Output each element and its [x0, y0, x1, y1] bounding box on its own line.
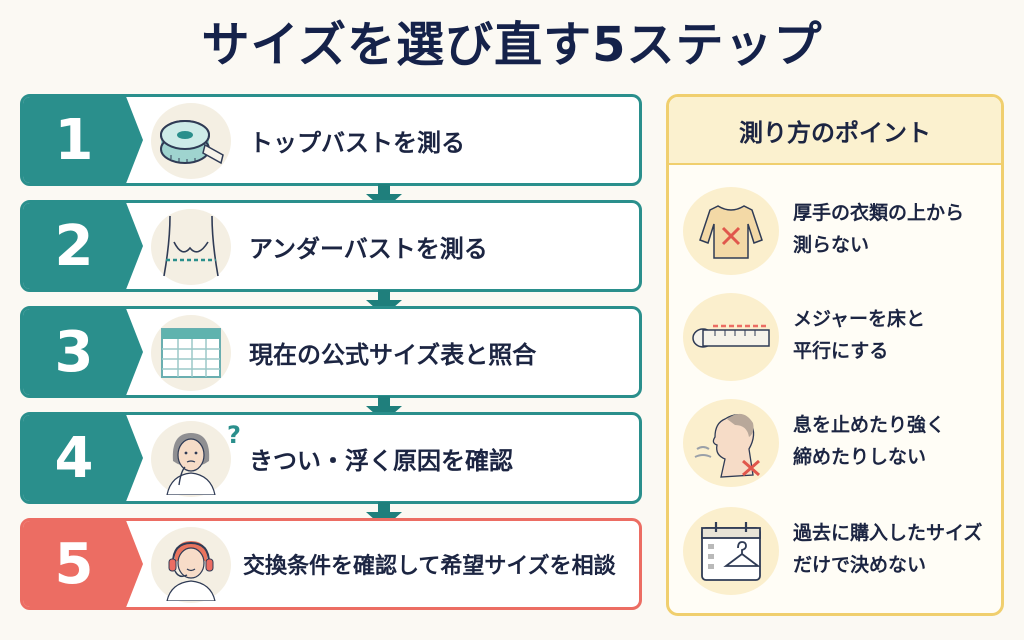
- question-mark-icon: ?: [227, 421, 241, 449]
- page-title: サイズを選び直す5ステップ: [201, 17, 823, 73]
- tip-item: 過去に購入したサイズ だけで決めない: [679, 501, 989, 601]
- step-label: トップバストを測る: [249, 128, 465, 157]
- tip-line: 締めたりしない: [793, 446, 927, 468]
- underbust-icon: [151, 209, 231, 285]
- panel-title: 測り方のポイント: [669, 97, 1001, 165]
- sweater-cross-icon: [683, 187, 779, 275]
- tip-line: だけで決めない: [793, 554, 927, 576]
- calendar-hanger-icon: [683, 507, 779, 595]
- step-1-card: 1 トップバストを測る: [20, 94, 642, 186]
- tape-measure-icon: [151, 103, 231, 179]
- size-table-icon: [151, 315, 231, 391]
- step-number: 3: [23, 309, 143, 395]
- step-5-card: 5 交換条件を確認して希望サイズを相談: [20, 518, 642, 610]
- tip-line: 平行にする: [793, 340, 889, 362]
- step-label: アンダーバストを測る: [249, 234, 488, 263]
- tip-line: 過去に購入したサイズ: [793, 522, 983, 544]
- measuring-points-panel: 測り方のポイント 厚手の衣類の上から 測らない: [666, 94, 1004, 616]
- tip-line: 厚手の衣類の上から: [793, 202, 965, 224]
- step-2-card: 2 アンダーバストを測る: [20, 200, 642, 292]
- step-3-card: 3 現在の公式サイズ表と照合: [20, 306, 642, 398]
- support-headset-icon: [151, 527, 231, 603]
- level-tape-icon: [683, 293, 779, 381]
- breath-cross-icon: [683, 399, 779, 487]
- tip-line: メジャーを床と: [793, 308, 926, 330]
- tip-item: 息を止めたり強く 締めたりしない: [679, 393, 989, 493]
- step-number: 4: [23, 415, 143, 501]
- step-number: 5: [23, 521, 143, 607]
- tip-line: 息を止めたり強く: [793, 414, 946, 436]
- tip-line: 測らない: [793, 234, 870, 256]
- step-number: 2: [23, 203, 143, 289]
- tip-item: メジャーを床と 平行にする: [679, 287, 989, 387]
- step-number: 1: [23, 97, 143, 183]
- step-label: 交換条件を確認して希望サイズを相談: [243, 554, 616, 579]
- step-4-card: 4 ? きつい・浮く原因を確認: [20, 412, 642, 504]
- step-label: きつい・浮く原因を確認: [249, 446, 513, 475]
- thinking-person-icon: [151, 421, 231, 497]
- tip-item: 厚手の衣類の上から 測らない: [679, 181, 989, 281]
- step-label: 現在の公式サイズ表と照合: [249, 340, 537, 369]
